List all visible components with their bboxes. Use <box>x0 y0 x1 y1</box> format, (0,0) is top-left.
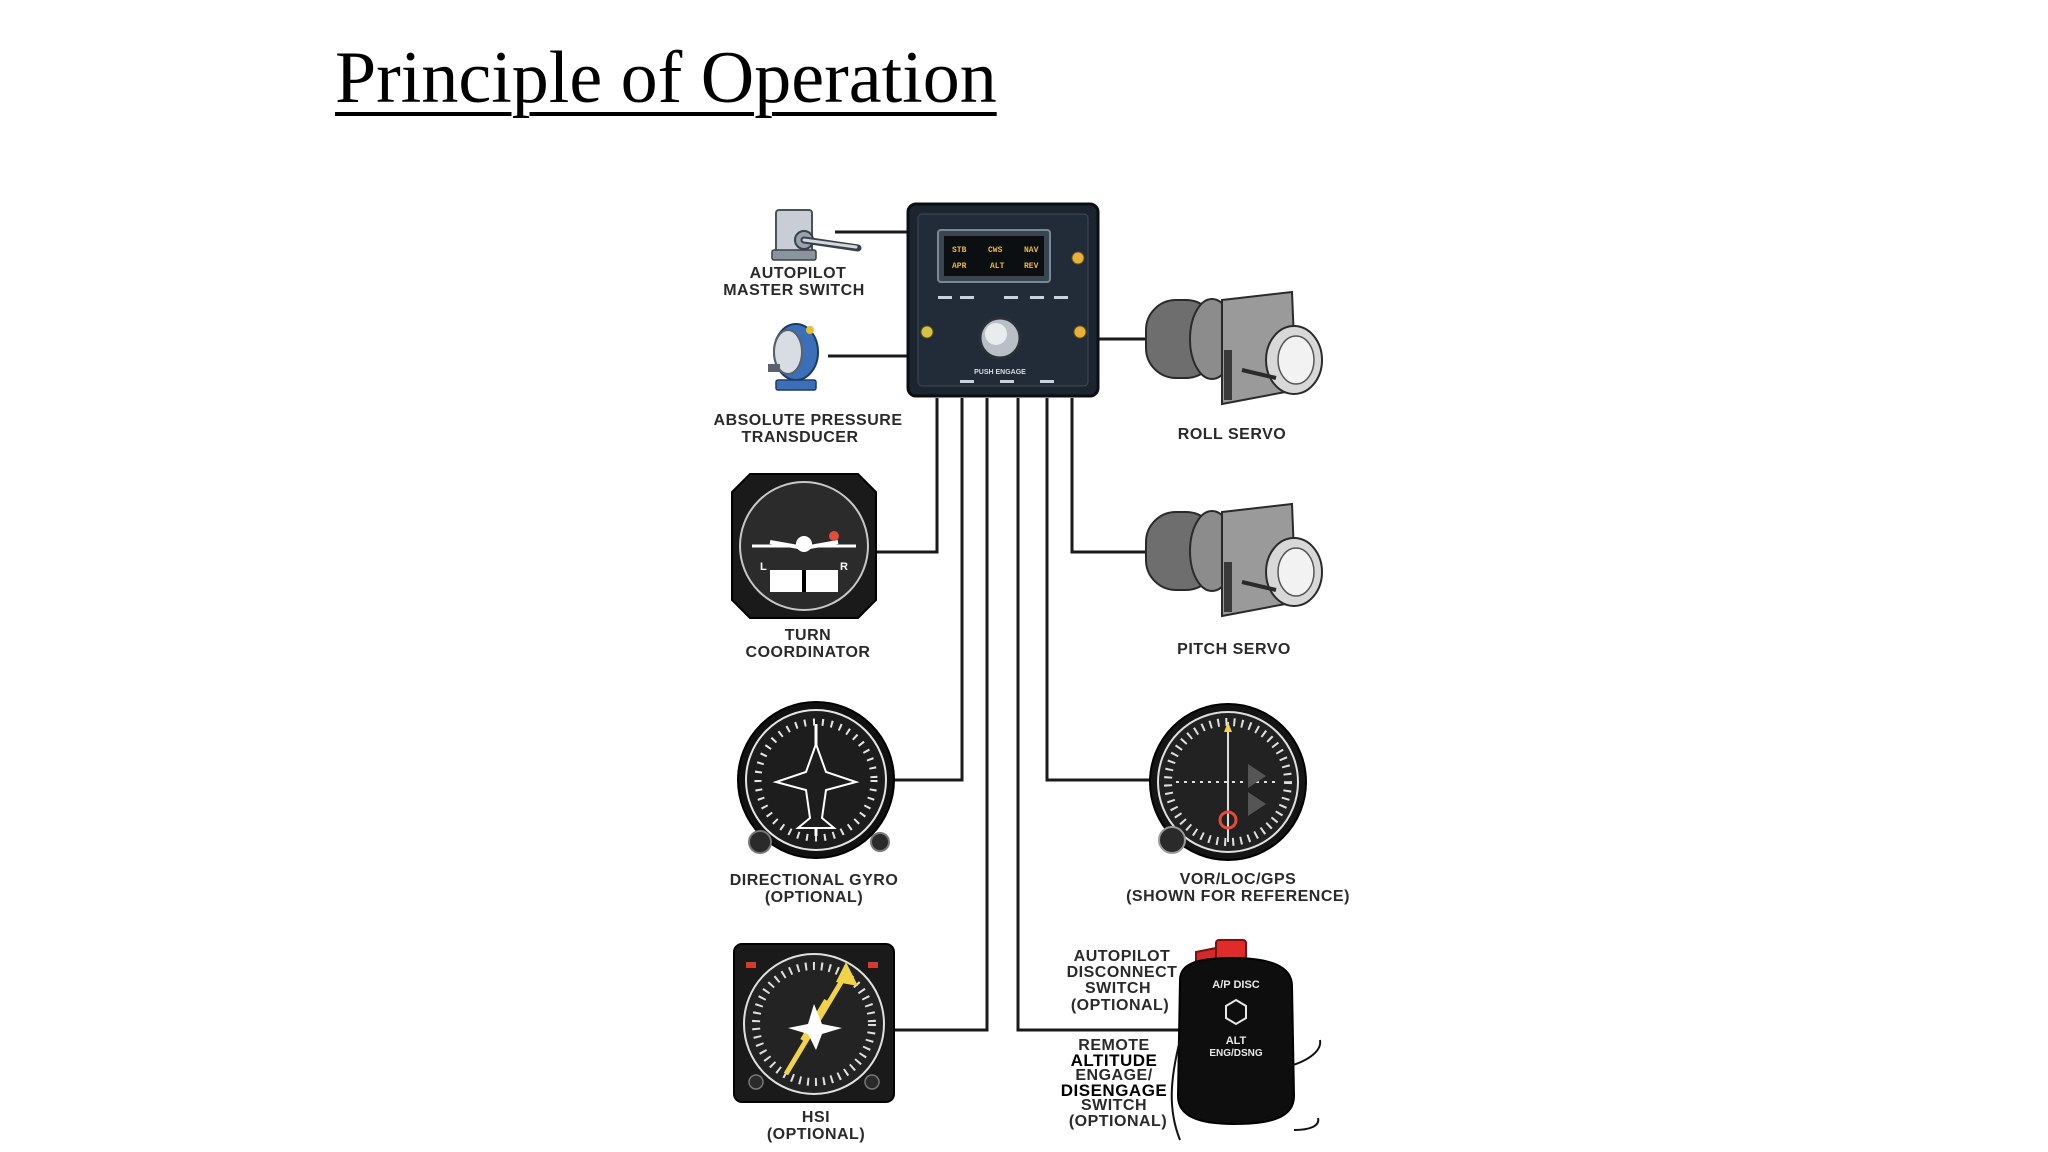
annunciator-nav: NAV <box>1024 246 1039 255</box>
switch-text-bottom2: ENG/DSNG <box>1209 1048 1263 1059</box>
label-disconnect: AUTOPILOT DISCONNECT SWITCH (OPTIONAL) <box>1067 948 1178 1014</box>
svg-text:L: L <box>760 561 767 573</box>
panel-indicator-light-right-top <box>1071 251 1085 265</box>
panel-indicator-light-left <box>920 325 934 339</box>
svg-text:REMOTE: REMOTE <box>1078 1037 1149 1054</box>
svg-text:(OPTIONAL): (OPTIONAL) <box>1069 1113 1167 1130</box>
svg-text:(OPTIONAL): (OPTIONAL) <box>1071 997 1169 1014</box>
directional-gyro-icon <box>737 701 895 859</box>
autopilot-master-switch-icon <box>771 209 862 261</box>
panel-indicator-light-right <box>1073 325 1087 339</box>
annunciator-row-top: STB CWS NAV <box>952 246 1039 255</box>
control-wheel-grip-icon: A/P DISC ALT ENG/DSNG <box>1170 939 1322 1141</box>
annunciator-row-bottom: APR ALT REV <box>952 262 1039 271</box>
label-hsi-line1: HSI <box>802 1109 830 1126</box>
annunciator-rev: REV <box>1024 262 1039 271</box>
label-roll-servo: ROLL SERVO <box>1178 426 1286 443</box>
svg-text:ALTITUDE: ALTITUDE <box>1071 1051 1158 1070</box>
roll-servo-icon <box>1145 290 1323 406</box>
label-remote: REMOTE ALTITUDE ENGAGE/ DISENGAGE SWITCH… <box>1061 1037 1168 1130</box>
label-vor-line1: VOR/LOC/GPS <box>1180 871 1297 888</box>
label-master-switch-line1: AUTOPILOT <box>750 265 847 282</box>
label-vor-line2: (SHOWN FOR REFERENCE) <box>1126 888 1350 905</box>
label-dg-line1: DIRECTIONAL GYRO <box>730 872 899 889</box>
annunciator-apr: APR <box>952 262 967 271</box>
switch-text-bottom1: ALT <box>1226 1035 1247 1047</box>
label-pressure-line1: ABSOLUTE PRESSURE <box>714 412 903 429</box>
svg-text:SWITCH: SWITCH <box>1085 980 1151 997</box>
annunciator-stb: STB <box>952 246 967 255</box>
slide-title: Principle of Operation <box>335 37 997 119</box>
svg-text:DISENGAGE: DISENGAGE <box>1061 1081 1168 1100</box>
pitch-servo-icon <box>1145 502 1323 618</box>
label-dg-line2: (OPTIONAL) <box>765 889 863 906</box>
absolute-pressure-transducer-icon <box>768 323 819 391</box>
svg-text:ENGAGE/: ENGAGE/ <box>1075 1067 1152 1084</box>
label-pressure-line2: TRANSDUCER <box>742 429 859 446</box>
panel-knob-label: PUSH ENGAGE <box>974 369 1026 376</box>
vor-loc-gps-indicator-icon <box>1149 703 1307 861</box>
label-master-switch-line2: MASTER SWITCH <box>723 282 865 299</box>
svg-text:R: R <box>840 561 848 573</box>
annunciator-cws: CWS <box>988 246 1003 255</box>
label-turn-line1: TURN <box>785 627 831 644</box>
autopilot-controller-panel: STB CWS NAV APR ALT REV PUSH ENGAGE <box>906 202 1100 398</box>
label-turn-line2: COORDINATOR <box>746 644 871 661</box>
wiring <box>828 230 1180 1032</box>
hsi-icon <box>733 943 895 1103</box>
switch-text-top: A/P DISC <box>1212 979 1260 991</box>
svg-text:SWITCH: SWITCH <box>1081 1097 1147 1114</box>
svg-text:DISCONNECT: DISCONNECT <box>1067 964 1178 981</box>
annunciator-alt: ALT <box>990 262 1005 271</box>
turn-coordinator-icon: L R <box>731 473 877 619</box>
label-hsi-line2: (OPTIONAL) <box>767 1126 865 1143</box>
svg-text:AUTOPILOT: AUTOPILOT <box>1074 948 1171 965</box>
label-pitch-servo: PITCH SERVO <box>1177 641 1291 658</box>
